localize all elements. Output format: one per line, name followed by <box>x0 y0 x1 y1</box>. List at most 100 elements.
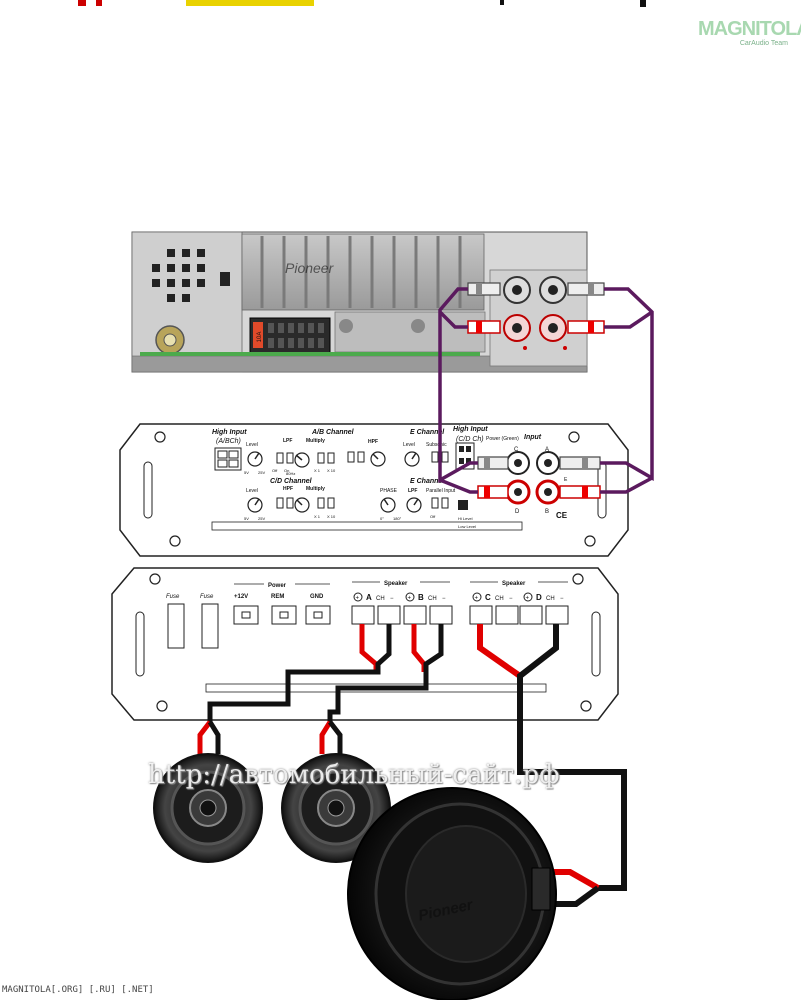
power-green-label: Power (Green) <box>486 436 519 442</box>
svg-text:X 1: X 1 <box>314 468 321 473</box>
e-channel-2-label: E Channel <box>410 478 445 485</box>
svg-text:CH: CH <box>428 596 437 602</box>
svg-text:X 10: X 10 <box>327 514 336 519</box>
svg-text:A: A <box>366 593 372 602</box>
svg-text:B: B <box>418 593 424 602</box>
brand-name: MAGNITOLA <box>698 18 801 40</box>
svg-text:CH: CH <box>495 596 504 602</box>
heatsink-fins <box>260 236 462 308</box>
svg-text:25V: 25V <box>258 516 265 521</box>
e-channel-label: E Channel <box>410 429 445 436</box>
e-hpf-switch: HPF <box>347 439 386 467</box>
svg-text:80Hz: 80Hz <box>286 471 295 476</box>
svg-text:D: D <box>536 593 542 602</box>
ab-lpf-switch: LPF Off On <box>272 438 294 473</box>
svg-text:+: + <box>356 596 360 602</box>
amplifier-terminal-panel: Fuse Fuse Power +12V REM GND Speaker Spe… <box>111 567 619 721</box>
svg-text:C: C <box>485 593 491 602</box>
svg-text:10A: 10A <box>257 332 263 343</box>
high-input-ab-label: High Input <box>212 429 247 436</box>
svg-text:Parallel Input: Parallel Input <box>426 488 456 494</box>
ab-channel-label: A/B Channel <box>311 429 355 436</box>
svg-text:PHASE: PHASE <box>380 488 398 494</box>
svg-text:0°: 0° <box>380 516 384 521</box>
svg-text:HPF: HPF <box>283 486 293 492</box>
svg-text:X 1: X 1 <box>314 514 321 519</box>
svg-text:(C/D Ch): (C/D Ch) <box>456 436 484 443</box>
footer-site-text: MAGNITOLA[.ORG] [.RU] [.NET] <box>2 985 154 995</box>
svg-text:LPF: LPF <box>408 488 417 494</box>
channel-b-label: + B CH − <box>405 592 446 602</box>
svg-text:−: − <box>509 596 513 602</box>
svg-text:+: + <box>526 596 530 602</box>
svg-text:25V: 25V <box>258 470 265 475</box>
head-unit-vent-holes <box>152 249 230 302</box>
svg-text:+: + <box>475 596 479 602</box>
svg-text:X 10: X 10 <box>327 468 336 473</box>
ab-freq-knob: 80Hz <box>286 452 310 476</box>
cd-channel-label: C/D Channel <box>270 478 313 485</box>
brand-team: CarAudio Team <box>739 40 788 47</box>
top-crop-decoration <box>78 0 646 7</box>
e-lpf-knob: LPF <box>406 488 422 513</box>
head-unit-fuse <box>253 322 263 348</box>
channel-d-label: + D CH − <box>523 592 564 602</box>
head-unit-logo: Pioneer <box>285 260 335 276</box>
watermark-url: http://автомобильный-сайт.рф <box>148 760 560 790</box>
power-label: Power <box>268 583 287 589</box>
svg-text:E: E <box>564 477 568 483</box>
svg-text:GND: GND <box>310 594 324 600</box>
head-unit: Pioneer 10A <box>131 231 588 373</box>
svg-text:Off: Off <box>430 514 436 519</box>
svg-text:Hi Level: Hi Level <box>458 516 473 521</box>
input-level-selector: Hi Level Low Level <box>458 500 476 529</box>
svg-text:B: B <box>545 509 549 515</box>
svg-text:5V: 5V <box>244 470 249 475</box>
svg-text:Level: Level <box>403 442 415 448</box>
rca-cables <box>438 287 654 494</box>
ab-multiply-switch: Multiply X 1 X 10 <box>306 438 336 473</box>
svg-text:CH: CH <box>546 596 555 602</box>
svg-text:Level: Level <box>246 488 258 494</box>
amplifier-control-panel: High Input (A/BCh) A/B Channel E Channel… <box>119 423 629 557</box>
svg-text:D: D <box>515 509 520 515</box>
svg-text:180°: 180° <box>393 516 402 521</box>
svg-text:+12V: +12V <box>234 594 248 600</box>
svg-text:(A/BCh): (A/BCh) <box>216 438 241 445</box>
speaker-front-left <box>153 753 263 863</box>
svg-text:−: − <box>390 596 394 602</box>
brand-logo: MAGNITOLA CarAudio Team <box>698 18 801 52</box>
fuse-1 <box>167 603 185 649</box>
fuse-1-label: Fuse <box>166 594 180 600</box>
cd-level-knob: Level 5V 25V <box>244 488 265 521</box>
svg-text:HPF: HPF <box>368 439 378 445</box>
svg-text:+: + <box>408 596 412 602</box>
fuse-2-label: Fuse <box>200 594 214 600</box>
svg-text:Off: Off <box>272 468 278 473</box>
svg-text:−: − <box>442 596 446 602</box>
svg-text:LPF: LPF <box>283 438 292 444</box>
fuse-2 <box>201 603 219 649</box>
speaker-cd-label: Speaker <box>502 581 526 587</box>
e-subsonic-switch: Subsonic <box>426 442 449 463</box>
high-input-cd-label: High Input <box>453 426 488 433</box>
ce-mark: CE <box>556 511 568 520</box>
e-phase-knob: PHASE 0° 180° <box>380 488 402 521</box>
channel-c-label: + C CH − <box>472 592 513 602</box>
svg-text:5V: 5V <box>244 516 249 521</box>
svg-text:On: On <box>284 468 289 473</box>
channel-a-label: + A CH − <box>353 592 394 602</box>
svg-text:Multiply: Multiply <box>306 438 325 444</box>
cd-multiply-switch: Multiply X 1 X 10 <box>306 486 336 519</box>
svg-text:−: − <box>560 596 564 602</box>
speaker-front-right <box>281 753 391 863</box>
subwoofer: Pioneer <box>347 787 557 1000</box>
svg-text:C: C <box>514 447 519 453</box>
svg-text:Multiply: Multiply <box>306 486 325 492</box>
parallel-input-switch: Parallel Input Off <box>426 488 456 519</box>
e-level-knob: Level <box>403 442 420 467</box>
svg-text:A: A <box>545 447 549 453</box>
svg-text:Subsonic: Subsonic <box>426 442 447 448</box>
